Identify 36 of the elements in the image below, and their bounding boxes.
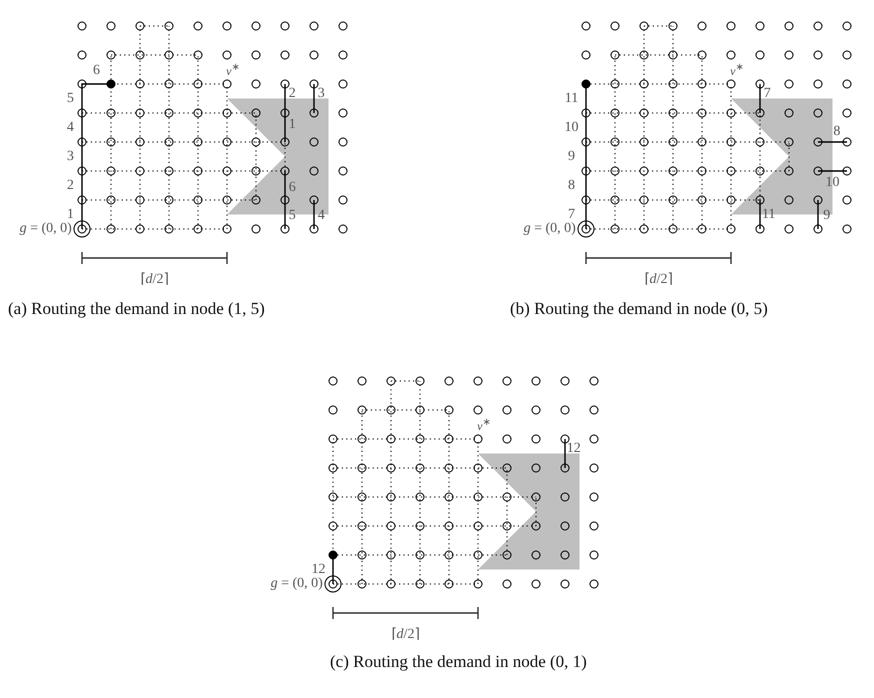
step-number: 7 — [764, 87, 771, 102]
caption: (b) Routing the demand in node (0, 5) — [510, 298, 769, 320]
step-number: 11 — [564, 92, 578, 106]
caption: (c) Routing the demand in node (0, 1) — [330, 651, 588, 673]
step-number: 5 — [288, 208, 296, 223]
step-number: 5 — [66, 92, 74, 106]
step-number: 10 — [826, 176, 840, 190]
caption: (a) Routing the demand in node (1, 5) — [8, 298, 266, 320]
step-number: 10 — [564, 120, 578, 134]
step-number: 11 — [762, 208, 776, 222]
step-number: 7 — [568, 208, 575, 222]
dimension-label: ⌈d/2⌉ — [140, 272, 168, 287]
step-number: 4 — [66, 120, 74, 134]
step-number: 8 — [833, 124, 840, 139]
vertex-label: v$^{∗}$ — [730, 62, 744, 76]
origin-label: g = (0, 0) — [524, 222, 576, 236]
step-number: 6 — [93, 64, 100, 78]
step-number: 9 — [823, 208, 830, 223]
step-number: 9 — [568, 150, 575, 164]
origin-label: g = (0, 0) — [270, 577, 323, 591]
step-number: 3 — [318, 87, 325, 102]
dimension-label: ⌈d/2⌉ — [392, 628, 420, 642]
vertex-label: v$^{∗}$ — [477, 418, 490, 432]
step-number: 2 — [66, 178, 74, 192]
step-number: 2 — [288, 87, 296, 102]
step-number: 12 — [566, 442, 581, 456]
step-number: 3 — [66, 150, 74, 164]
origin-label: g = (0, 0) — [20, 222, 72, 236]
step-number: 6 — [288, 181, 296, 196]
step-number: 4 — [318, 208, 325, 223]
step-number: 1 — [288, 118, 296, 132]
step-number: 1 — [66, 208, 74, 222]
dimension-label: ⌈d/2⌉ — [644, 272, 672, 287]
step-number: 8 — [568, 178, 575, 192]
step-number: 12 — [312, 562, 326, 576]
vertex-label: v$^{∗}$ — [226, 62, 240, 76]
